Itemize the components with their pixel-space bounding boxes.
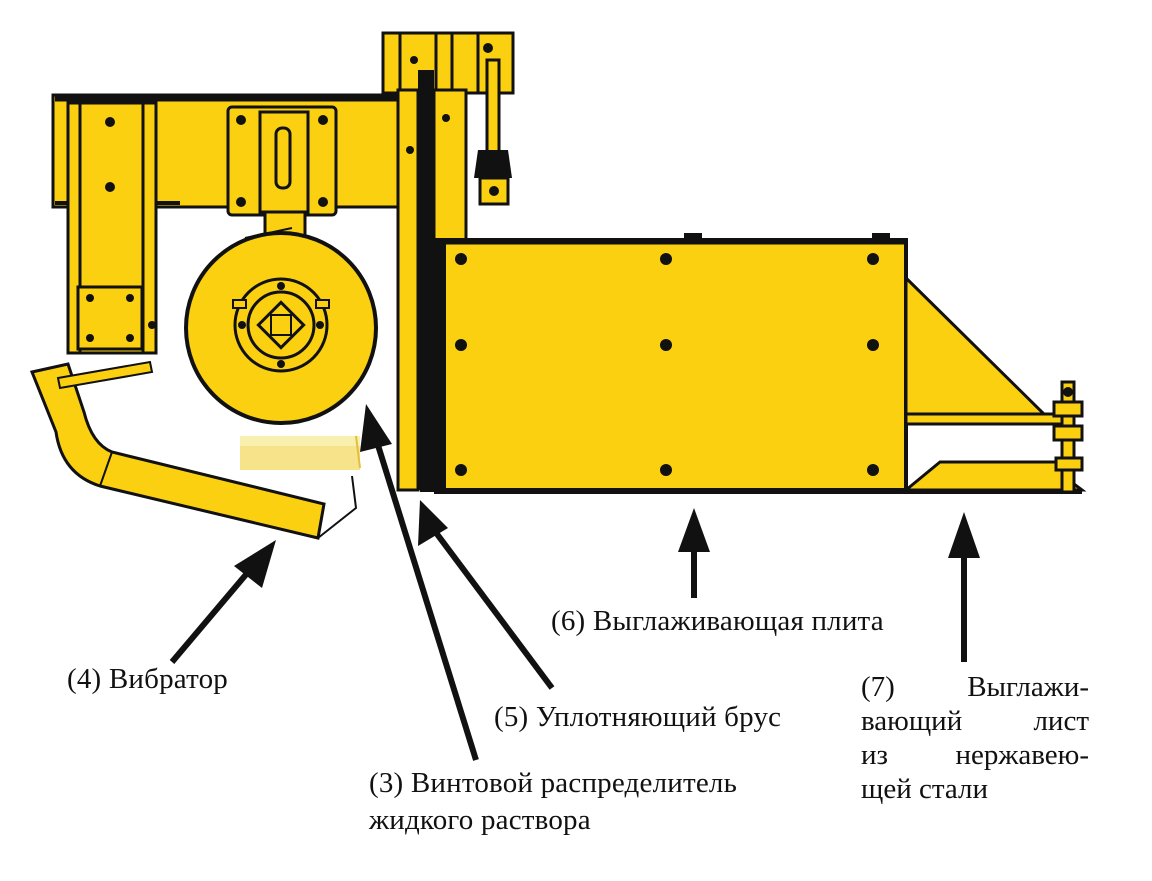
vertical-column	[381, 31, 515, 492]
label-sheet-line4-a: щей стали	[861, 773, 988, 805]
arrow-vibrator	[169, 540, 276, 664]
label-tamper: (5) Уплотняющий брус	[494, 701, 782, 733]
label-auger-line2: жидкого раствора	[369, 804, 591, 836]
label-sheet-line3-a: из	[861, 739, 888, 771]
tamper-bracket	[226, 105, 338, 294]
label-auger-line1: (3) Винтовой распределитель	[369, 767, 738, 799]
label-sheet-line4: щей стали	[861, 772, 1089, 806]
arrow-screed-plate	[678, 508, 710, 598]
screed-plate-body	[420, 233, 908, 494]
label-sheet-line1-a: (7)	[861, 671, 895, 703]
label-sheet-line3-b: нержавею-	[955, 739, 1089, 771]
arrow-tamper	[418, 500, 555, 690]
label-vibrator: (4) Вибратор	[67, 663, 228, 695]
label-sheet-line1-b: Выглажи-	[967, 671, 1089, 703]
label-sheet-line1: (7) Выглажи-	[861, 670, 1089, 704]
arrow-stainless-sheet	[948, 512, 980, 662]
rear-extension	[901, 274, 1087, 494]
label-sheet-line3: из нержавею-	[861, 738, 1089, 772]
label-stainless-sheet: (7) Выглажи- вающий лист из нержавею- ще…	[861, 670, 1089, 806]
label-screed-plate: (6) Выглаживающая плита	[551, 605, 884, 637]
label-sheet-line2-b: лист	[1033, 705, 1089, 737]
eccentric-wheel	[184, 227, 378, 425]
vibrator-arm	[29, 360, 358, 540]
tamper-bar	[240, 435, 361, 470]
left-arm	[66, 101, 158, 355]
label-sheet-line2: вающий лист	[861, 704, 1089, 738]
arrow-auger	[360, 404, 479, 761]
label-sheet-line2-a: вающий	[861, 705, 963, 737]
